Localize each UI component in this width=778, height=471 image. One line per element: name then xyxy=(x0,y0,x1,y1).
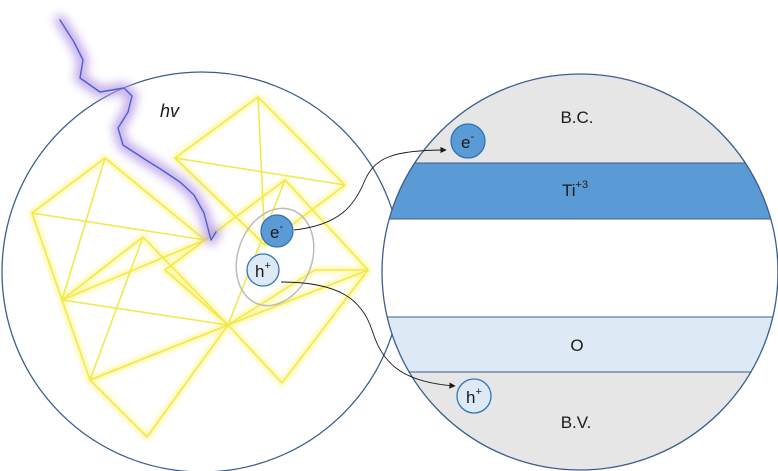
o-band-label: O xyxy=(570,336,583,355)
electron-transfer-arrow xyxy=(293,146,447,231)
particle-hole: h+ xyxy=(246,253,280,287)
svg-text:e-: e- xyxy=(270,221,283,242)
lightning-icon xyxy=(55,15,221,245)
ti3-band xyxy=(382,163,778,219)
ti3-label: Ti+3 xyxy=(562,179,588,200)
band-diagram xyxy=(382,74,778,470)
conduction-band-label: B.C. xyxy=(560,108,593,127)
o-band xyxy=(382,317,778,372)
svg-text:e-: e- xyxy=(461,131,474,152)
band-hole: h+ xyxy=(456,378,492,414)
band-diagram-circle xyxy=(381,73,778,471)
electron-hole-pair-ellipse xyxy=(235,207,315,307)
svg-text:h+: h+ xyxy=(466,386,482,407)
particle-electron: e- xyxy=(260,214,294,248)
valence-band-label: B.V. xyxy=(561,413,592,432)
svg-text:h+: h+ xyxy=(255,260,271,281)
hole-transfer-arrow xyxy=(280,281,456,389)
crystal-lattice xyxy=(31,96,369,438)
hv-label: hv xyxy=(160,101,180,121)
band-electron: e- xyxy=(450,123,486,159)
gap-region xyxy=(382,219,778,317)
